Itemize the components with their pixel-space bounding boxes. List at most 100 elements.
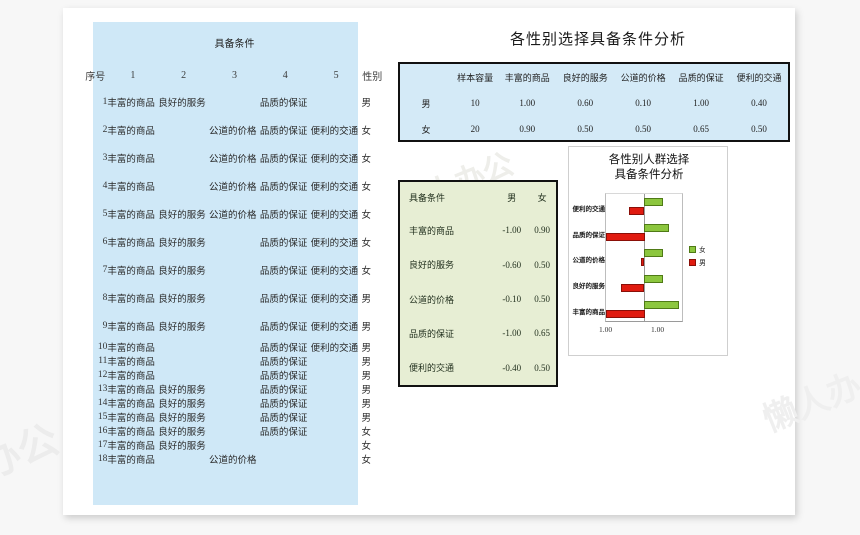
raw-cell-5: [311, 452, 362, 466]
raw-cell-1: 丰富的商品: [107, 344, 155, 354]
raw-cell-index: 10: [97, 342, 108, 352]
chart-bar-female: [644, 197, 664, 206]
raw-cell-4: 品质的保证: [259, 428, 308, 438]
legend-label-female: 女: [699, 245, 705, 254]
raw-cell-3: [209, 396, 260, 410]
raw-cell-1: 丰富的商品: [107, 456, 155, 466]
raw-cell-3: 公道的价格: [209, 127, 257, 137]
legend-swatch-female-icon: [689, 246, 696, 253]
raw-cell-1: 丰富的商品: [107, 183, 155, 193]
raw-cell-gender: 女: [361, 456, 371, 466]
tornado-header-condition: 具备条件: [409, 193, 446, 204]
raw-cell-1: 丰富的商品: [107, 99, 155, 109]
raw-cell-3: [209, 256, 260, 284]
raw-cell-index: 8: [102, 293, 108, 303]
chart-category-row: 品质的保证: [573, 220, 682, 246]
raw-cell-index: 15: [97, 412, 108, 422]
chart-legend: 女 男: [689, 243, 705, 269]
raw-cell-5: 便利的交通: [310, 267, 359, 277]
tornado-cell-male: -0.40: [502, 362, 522, 373]
raw-cell-2: [158, 144, 209, 172]
chart-bar-male: [606, 232, 645, 241]
raw-cell-4: 品质的保证: [259, 323, 308, 333]
chart-category-label: 良好的服务: [572, 283, 606, 291]
chart-category-row: 公道的价格: [573, 246, 682, 272]
raw-cell-3: [209, 312, 260, 340]
chart-center-axis: [644, 194, 645, 321]
tornado-cell-condition: 便利的交通: [409, 363, 455, 374]
raw-cell-5: [311, 396, 362, 410]
raw-cell-3: [209, 88, 260, 116]
raw-cell-3: [209, 410, 260, 424]
raw-cell-gender: 男: [361, 295, 371, 305]
raw-cell-2: [158, 452, 209, 466]
chart-bar-female: [644, 249, 664, 258]
raw-cell-3: [209, 354, 260, 368]
raw-cell-index: 16: [97, 426, 108, 436]
raw-cell-5: [311, 368, 362, 382]
summary-cell: 10: [470, 98, 480, 108]
summary-cell: 1.00: [693, 98, 709, 108]
table-row: 便利的交通 -0.40 0.50: [400, 351, 556, 385]
legend-item-female: 女: [689, 243, 705, 256]
summary-header-corner: [400, 64, 452, 90]
raw-cell-gender: 男: [361, 358, 371, 368]
raw-cell-gender: 女: [361, 183, 371, 193]
chart-bar-male: [629, 206, 645, 215]
chart-bar-female: [644, 223, 670, 232]
summary-header-sample: 样本容量: [457, 72, 494, 83]
chart-title: 各性别人群选择 具备条件分析: [569, 153, 729, 183]
raw-cell-4: 品质的保证: [259, 267, 308, 277]
tornado-cell-female: 0.90: [534, 225, 550, 236]
raw-cell-gender: 男: [361, 323, 371, 333]
raw-cell-index: 7: [102, 265, 108, 275]
raw-header-4: 4: [282, 69, 288, 81]
chart-plot-area: 丰富的商品良好的服务公道的价格品质的保证便利的交通: [573, 193, 683, 322]
chart-category-row: 良好的服务: [573, 271, 682, 297]
raw-cell-4: [260, 438, 311, 452]
raw-cell-5: 便利的交通: [310, 323, 359, 333]
raw-cell-2: 良好的服务: [158, 267, 206, 277]
raw-cell-index: 17: [97, 440, 108, 450]
raw-cell-1: 丰富的商品: [107, 323, 155, 333]
raw-cell-4: 品质的保证: [259, 127, 308, 137]
raw-cell-3: 公道的价格: [209, 211, 257, 221]
raw-cell-index: 18: [97, 454, 108, 464]
tornado-header-male: 男: [507, 193, 517, 204]
raw-cell-1: 丰富的商品: [107, 442, 155, 452]
raw-header-index: 序号: [85, 71, 106, 83]
chart-title-line-2: 具备条件分析: [614, 169, 684, 181]
raw-cell-gender: 男: [361, 400, 371, 410]
raw-cell-gender: 女: [361, 239, 371, 249]
raw-header-5: 5: [333, 69, 339, 81]
raw-cell-4: 品质的保证: [259, 155, 308, 165]
tornado-cell-female: 0.50: [534, 362, 550, 373]
raw-cell-1: 丰富的商品: [107, 400, 155, 410]
summary-header-goods: 丰富的商品: [504, 72, 550, 83]
chart-title-line-1: 各性别人群选择: [608, 154, 690, 166]
raw-cell-5: [311, 88, 362, 116]
raw-cell-2: 良好的服务: [158, 386, 206, 396]
raw-cell-4: 品质的保证: [259, 211, 308, 221]
raw-cell-1: 丰富的商品: [107, 386, 155, 396]
legend-item-male: 男: [689, 256, 705, 269]
raw-cell-1: 丰富的商品: [107, 358, 155, 368]
raw-cell-3: 公道的价格: [209, 155, 257, 165]
raw-cell-5: 便利的交通: [310, 183, 359, 193]
summary-cell: 0.60: [577, 98, 594, 108]
tornado-cell-condition: 品质的保证: [409, 328, 455, 339]
summary-header-row: 样本容量 丰富的商品 良好的服务 公道的价格 品质的保证 便利的交通: [400, 64, 788, 90]
raw-cell-2: 良好的服务: [158, 295, 206, 305]
legend-swatch-male-icon: [689, 259, 696, 266]
chart-bar-male: [606, 310, 645, 319]
raw-header-1: 1: [130, 69, 136, 81]
